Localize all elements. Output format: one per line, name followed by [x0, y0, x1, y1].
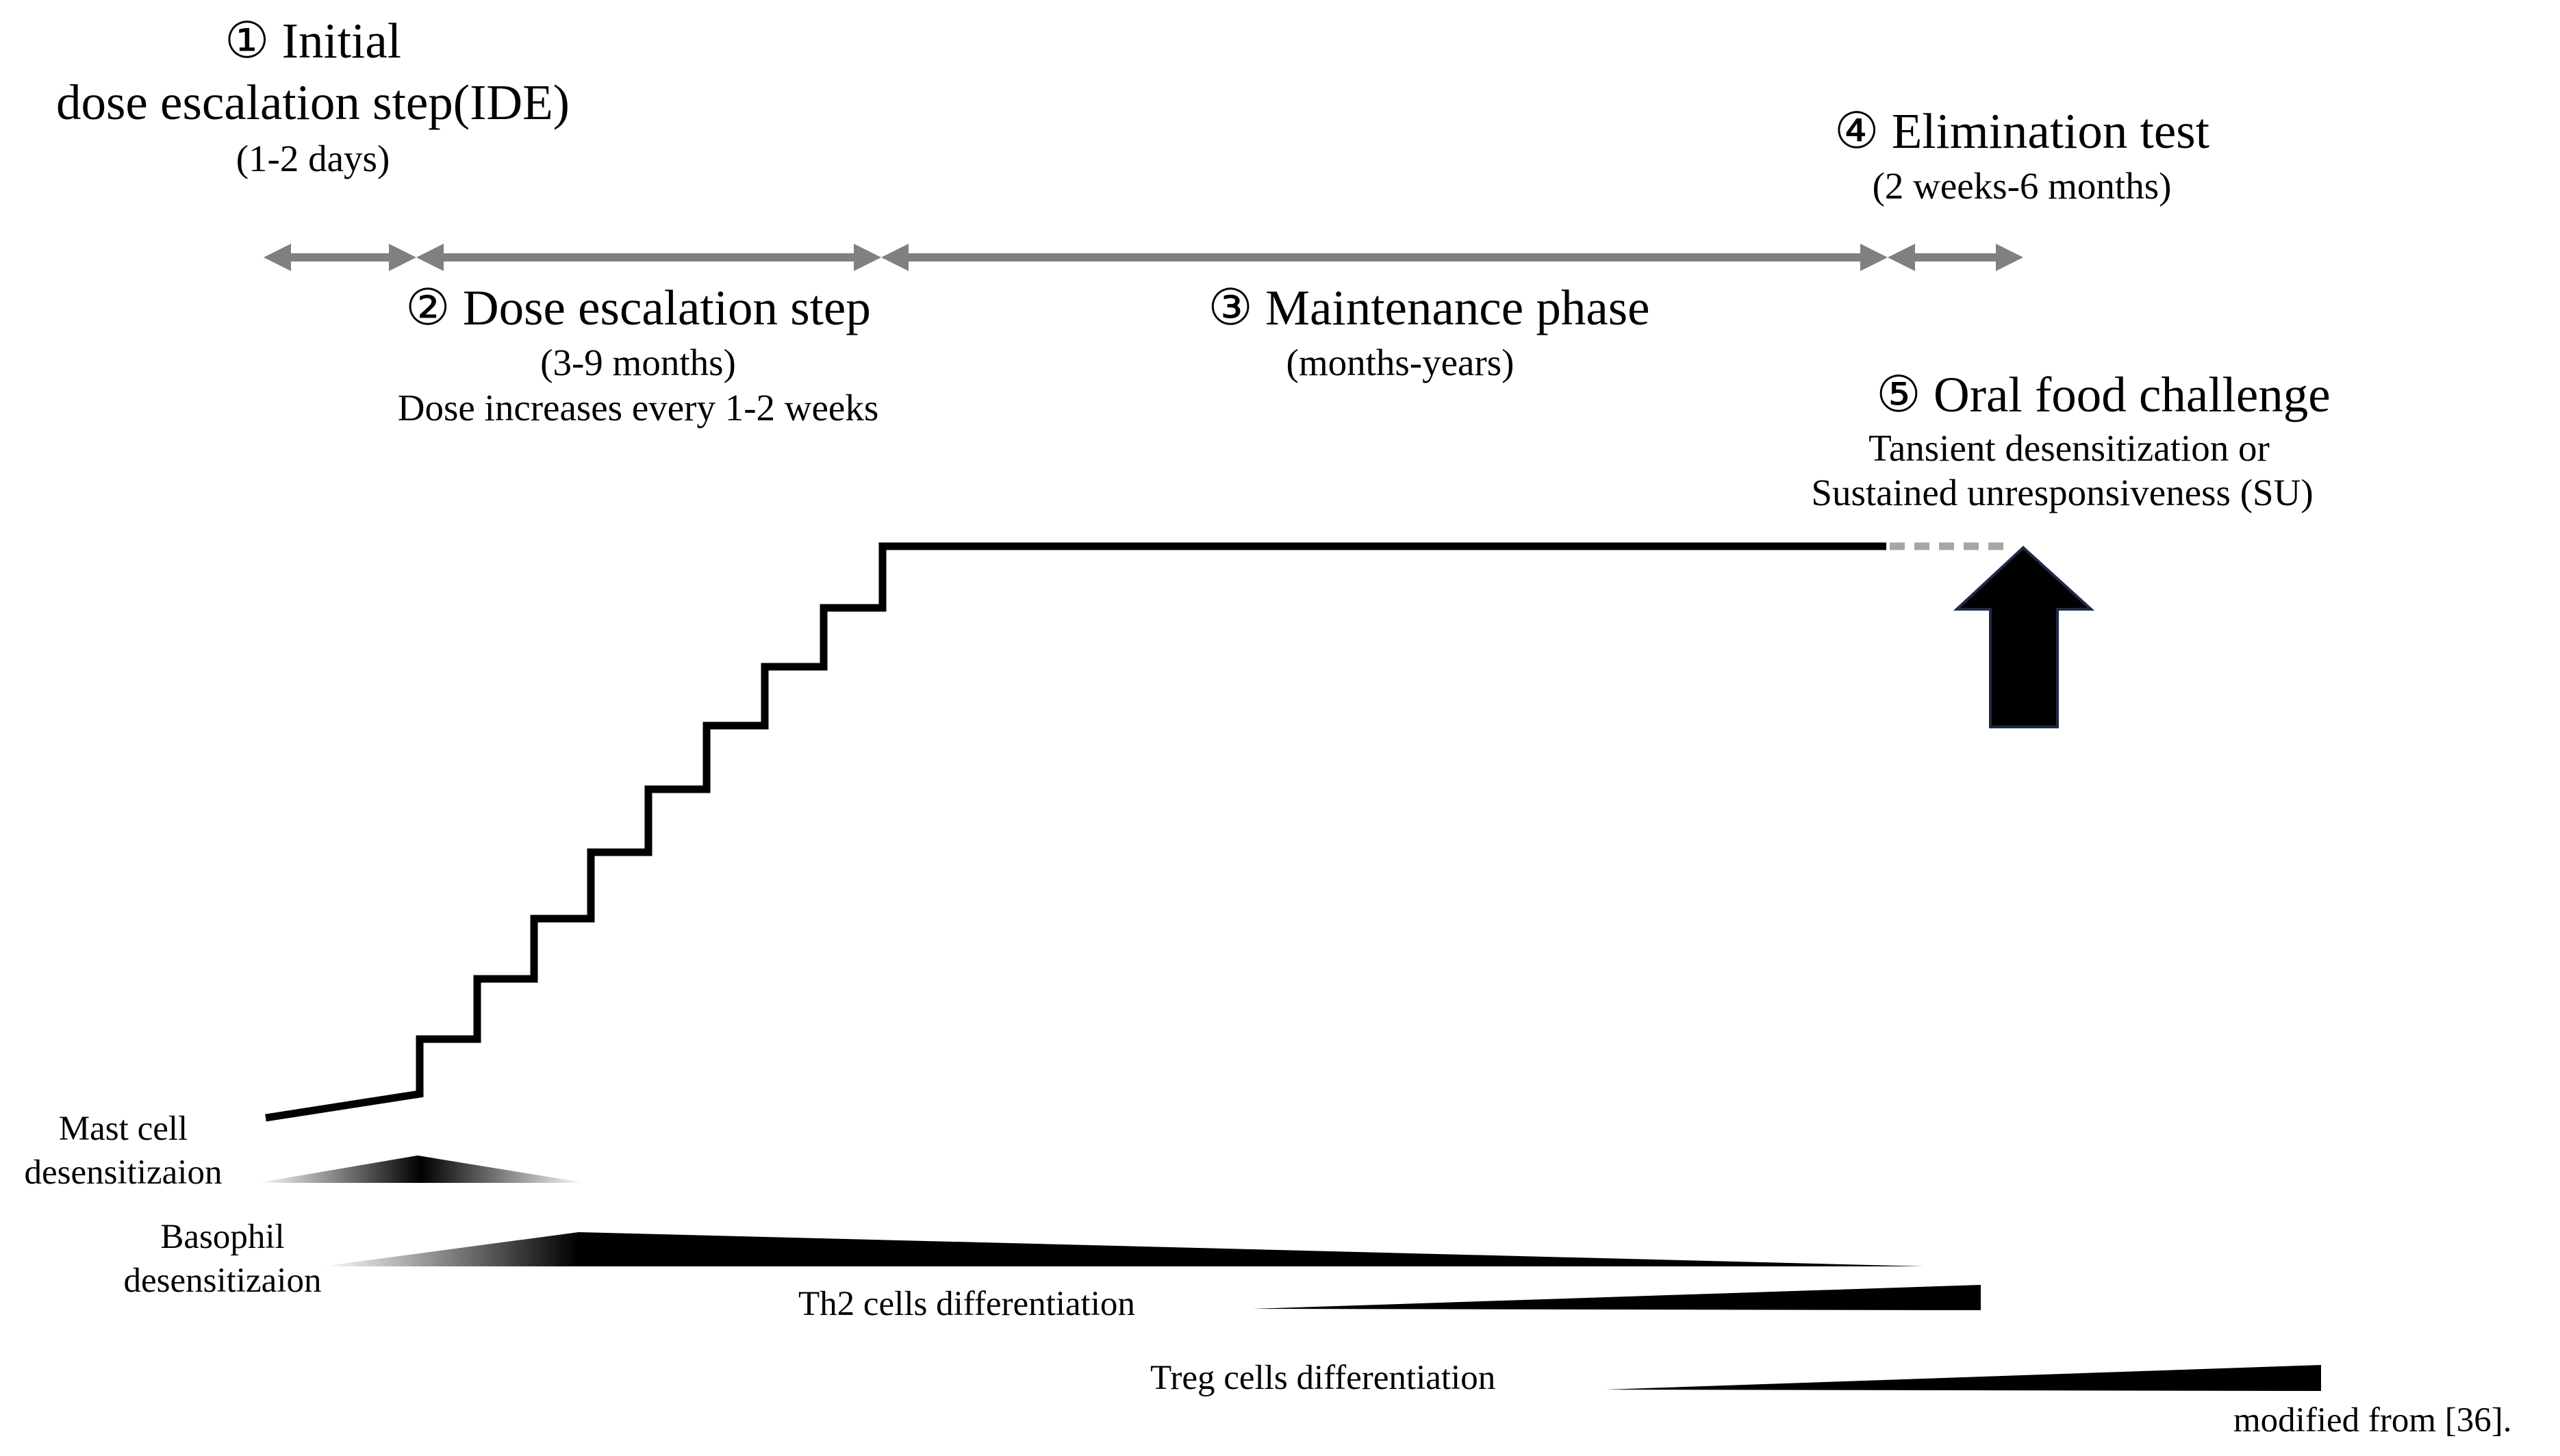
oral-food-challenge-line1: Tansient desensitization or — [1868, 427, 2270, 469]
arrow-maintenance — [881, 244, 1888, 271]
treg-label: Treg cells differentiation — [1150, 1359, 1496, 1397]
dose-escalation-title: ② Dose escalation step — [405, 280, 871, 335]
initial-title: ① Initial — [224, 13, 402, 68]
source-note: modified from [36]. — [2233, 1401, 2512, 1440]
timeline-arrows — [264, 244, 2023, 271]
initial-subtitle: dose escalation step(IDE) — [56, 75, 570, 130]
initial-duration: (1-2 days) — [236, 138, 390, 179]
basophil-label-line2: desensitizaion — [123, 1262, 322, 1300]
maintenance-duration: (months-years) — [1286, 342, 1515, 383]
basophil-wedge — [322, 1232, 1924, 1266]
th2-label: Th2 cells differentiation — [798, 1285, 1135, 1323]
arrow-elimination — [1888, 244, 2023, 271]
arrow-initial — [264, 244, 416, 271]
dose-escalation-note: Dose increases every 1-2 weeks — [397, 387, 879, 429]
dose-escalation-duration: (3-9 months) — [540, 342, 736, 383]
dose-step-line — [265, 542, 1886, 1122]
th2-wedge — [1253, 1285, 1981, 1310]
challenge-up-arrow — [1953, 546, 2095, 728]
mast-cell-wedge — [257, 1155, 585, 1183]
elimination-duration: (2 weeks-6 months) — [1872, 165, 2172, 207]
elimination-title: ④ Elimination test — [1834, 103, 2209, 159]
arrow-dose-escalation — [416, 244, 881, 271]
basophil-label-line1: Basophil — [160, 1218, 285, 1256]
maintenance-title: ③ Maintenance phase — [1208, 280, 1650, 335]
treg-wedge — [1606, 1365, 2321, 1391]
mast-cell-label-line1: Mast cell — [58, 1110, 188, 1148]
oral-food-challenge-line2: Sustained unresponsiveness (SU) — [1811, 472, 2314, 513]
mast-cell-label-line2: desensitizaion — [24, 1153, 223, 1192]
oral-food-challenge-title: ⑤ Oral food challenge — [1876, 367, 2331, 422]
